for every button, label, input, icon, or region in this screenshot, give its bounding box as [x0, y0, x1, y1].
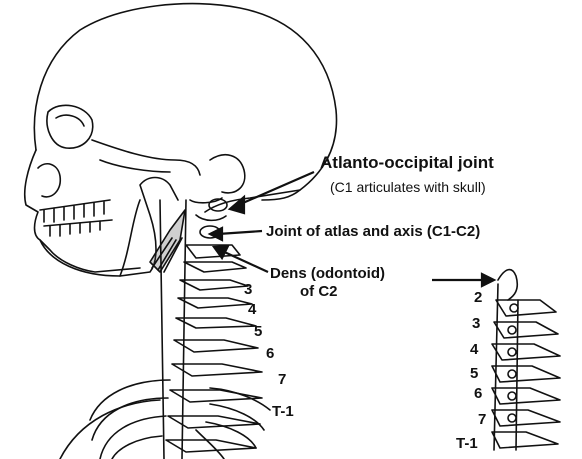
cervical-spine-side: [492, 270, 560, 450]
label-atlanto-occipital: Atlanto-occipital joint: [320, 154, 494, 171]
label-c1-articulates: (C1 articulates with skull): [330, 180, 486, 194]
main-vertebra-5: 5: [254, 324, 262, 339]
label-atlas-axis: Joint of atlas and axis (C1-C2): [266, 224, 480, 239]
main-vertebra-3: 3: [244, 282, 252, 297]
ear-region: [210, 155, 245, 193]
main-vertebra-7: 7: [278, 372, 286, 387]
upper-teeth: [40, 200, 110, 222]
side-vertebra-t1: T-1: [456, 436, 478, 451]
eye-socket: [47, 105, 93, 148]
side-vertebra-4: 4: [470, 342, 478, 357]
side-vertebra-2: 2: [474, 290, 482, 305]
side-vertebra-7: 7: [478, 412, 486, 427]
face-outline: [25, 150, 140, 272]
main-vertebra-t1: T-1: [272, 404, 294, 419]
nasal-cavity: [38, 164, 60, 197]
side-vertebra-3: 3: [472, 316, 480, 331]
main-vertebra-6: 6: [266, 346, 274, 361]
main-vertebra-4: 4: [248, 302, 256, 317]
label-dens-line2: of C2: [300, 284, 338, 299]
arrow-atlas-axis: [218, 231, 262, 234]
label-dens-line1: Dens (odontoid): [270, 266, 385, 281]
side-vertebra-5: 5: [470, 366, 478, 381]
side-vertebra-6: 6: [474, 386, 482, 401]
